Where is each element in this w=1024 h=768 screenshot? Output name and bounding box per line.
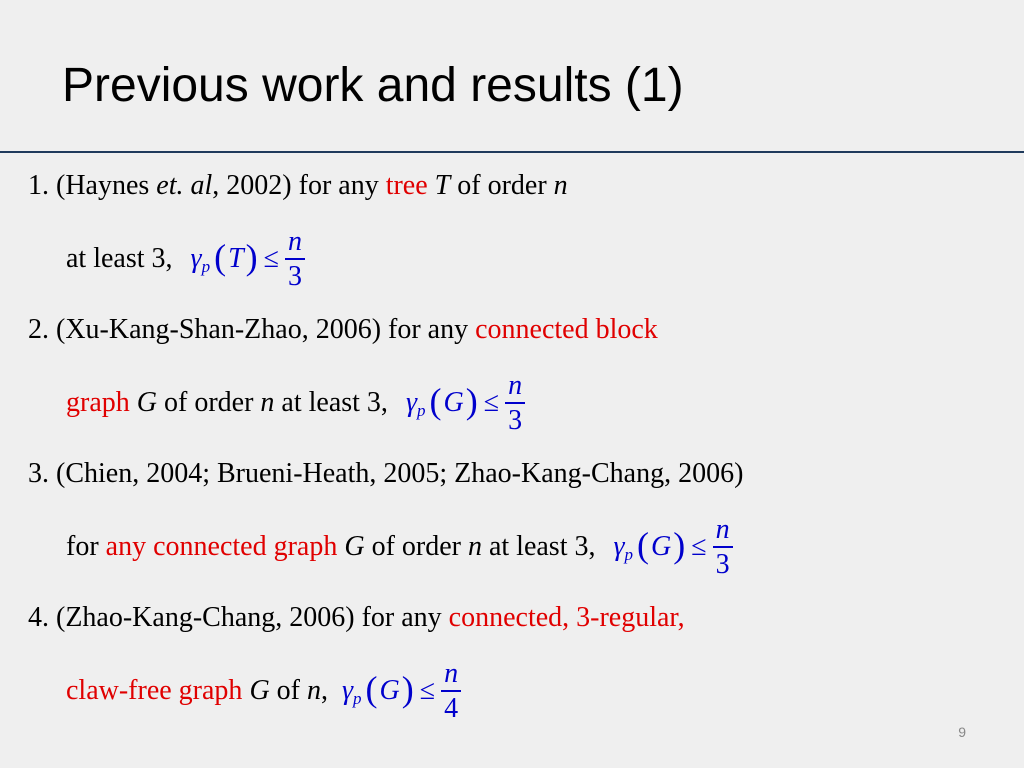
item-2-suffix: at least 3, [274, 387, 388, 419]
item-1-etal: et. al [156, 170, 213, 201]
left-paren: ( [214, 237, 227, 278]
right-paren: ) [245, 237, 258, 278]
item-2-n: n [260, 387, 275, 419]
item-1-n: n [553, 170, 568, 201]
fraction-numerator: n [288, 226, 303, 257]
page-number: 9 [958, 724, 966, 740]
left-paren: ( [429, 381, 442, 422]
leq-symbol: ≤ [691, 531, 707, 563]
fraction-bar [712, 546, 733, 548]
item-4-prefix: 4. (Zhao-Kang-Chang, 2006) for any [28, 602, 449, 633]
item-4-n: n [307, 675, 321, 707]
leq-symbol: ≤ [419, 675, 436, 707]
subscript-p: p [416, 400, 426, 420]
gamma-symbol: γ [405, 387, 417, 419]
item-3-highlight: any connected graph [105, 531, 338, 563]
item-3-var: G [344, 531, 365, 563]
slide-title: Previous work and results (1) [62, 59, 684, 112]
subscript-p: p [353, 688, 362, 708]
gamma-symbol: γ [190, 243, 202, 275]
left-paren: ( [637, 525, 650, 566]
fraction-denominator: 3 [715, 548, 730, 580]
left-paren: ( [365, 669, 378, 710]
fraction-bar [441, 690, 462, 692]
fraction-numerator: n [444, 658, 459, 689]
item-4-mid: of [269, 675, 307, 707]
fraction-numerator: n [715, 514, 730, 545]
item-2-var: G [136, 387, 157, 419]
item-1-line2-prefix: at least 3, [66, 243, 173, 275]
item-2-line-1: 2. (Xu-Kang-Shan-Zhao, 2006) for any con… [28, 316, 658, 344]
item-3-line-2: for any connected graph G of order n at … [66, 516, 733, 579]
right-paren: ) [673, 525, 686, 566]
fraction-denominator: 4 [444, 692, 459, 724]
gamma-symbol: γ [342, 675, 354, 707]
item-3-suffix: at least 3, [481, 531, 596, 563]
formula-arg: G [379, 675, 400, 707]
fraction-denominator: 3 [288, 260, 303, 292]
item-3-text: 3. (Chien, 2004; Brueni-Heath, 2005; Zha… [28, 458, 744, 489]
formula-arg: G [651, 531, 672, 563]
right-paren: ) [401, 669, 414, 710]
item-1-highlight: tree [385, 170, 428, 201]
item-4-suffix: , [321, 675, 328, 707]
formula-arg: G [443, 387, 464, 419]
item-1-suffix: of order [450, 170, 554, 201]
fraction-bar [285, 258, 306, 260]
item-2-highlight: connected block [475, 314, 658, 345]
item-4-line2-highlight: claw-free graph [66, 675, 243, 707]
right-paren: ) [465, 381, 478, 422]
item-4-line-1: 4. (Zhao-Kang-Chang, 2006) for any conne… [28, 604, 685, 632]
gamma-symbol: γ [613, 531, 625, 563]
formula-arg: T [228, 243, 244, 275]
fraction-numerator: n [508, 370, 523, 401]
item-2-prefix: 2. (Xu-Kang-Shan-Zhao, 2006) for any [28, 314, 476, 345]
item-1-mid: , 2002) for any [212, 170, 386, 201]
item-1-var: T [434, 170, 451, 201]
subscript-p: p [201, 256, 211, 276]
item-3-line-1: 3. (Chien, 2004; Brueni-Heath, 2005; Zha… [28, 460, 743, 488]
item-4-highlight: connected, 3-regular, [448, 602, 685, 633]
fraction-bar [505, 402, 526, 404]
item-2-line2-highlight: graph [66, 387, 130, 419]
fraction-denominator: 3 [508, 404, 523, 436]
leq-symbol: ≤ [263, 243, 280, 275]
item-3-n: n [467, 531, 482, 563]
item-3-prefix: for [66, 531, 106, 563]
subscript-p: p [624, 544, 634, 564]
leq-symbol: ≤ [483, 387, 500, 419]
item-1-line-1: 1. (Haynes et. al, 2002) for any tree T … [28, 172, 568, 200]
item-1-prefix: 1. (Haynes [28, 170, 157, 201]
item-3-mid: of order [364, 531, 468, 563]
title-divider [0, 151, 1024, 153]
item-4-var: G [249, 675, 270, 707]
item-2-mid: of order [157, 387, 261, 419]
